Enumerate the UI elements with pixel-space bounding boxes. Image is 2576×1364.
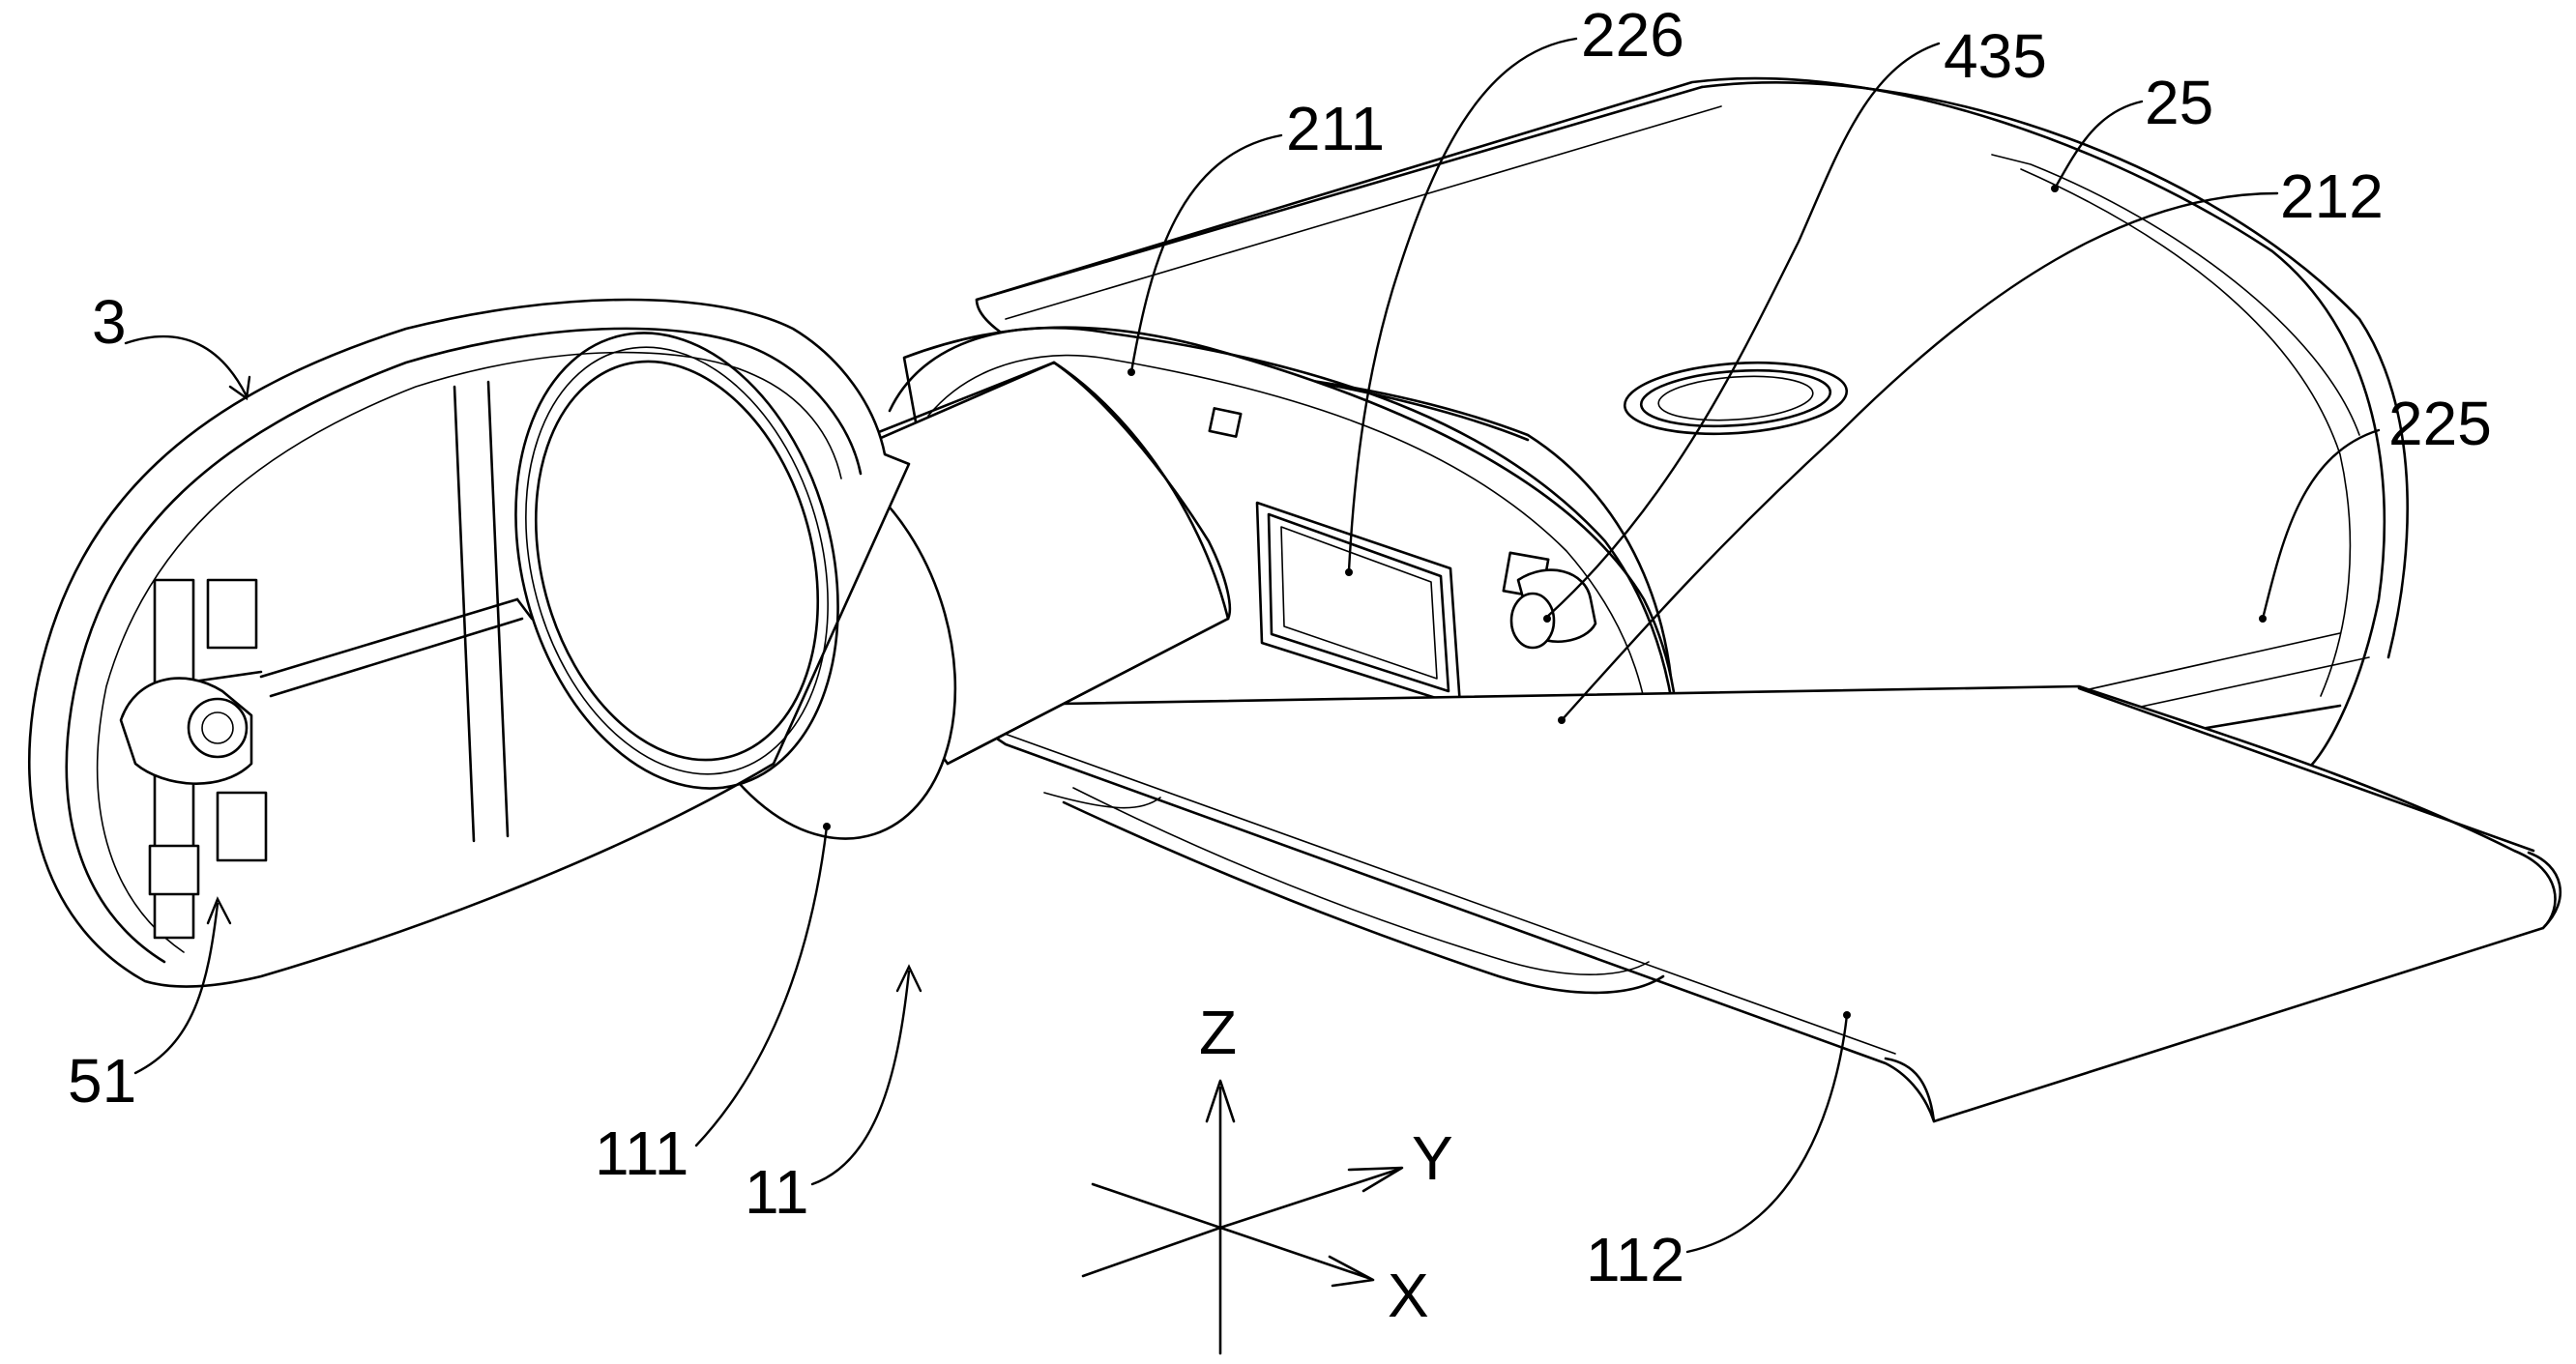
left-cover [28, 298, 911, 988]
axis-z-label: Z [1199, 998, 1237, 1067]
label-435: 435 [1944, 21, 2047, 91]
base-plate [946, 684, 2561, 1123]
axis-indicator [1081, 1079, 1404, 1355]
leader-dots [823, 185, 2267, 1019]
label-51: 51 [68, 1046, 136, 1116]
label-111: 111 [595, 1118, 688, 1188]
label-212: 212 [2280, 161, 2384, 231]
axis-y-label: Y [1412, 1123, 1453, 1193]
label-225: 225 [2388, 389, 2492, 458]
label-211: 211 [1286, 94, 1385, 163]
label-11: 11 [745, 1157, 808, 1227]
latch-mechanism [119, 578, 268, 940]
label-226: 226 [1581, 0, 1684, 70]
leader-lines [124, 37, 2381, 1254]
axis-labels: Z Y X [1199, 998, 1453, 1330]
label-112: 112 [1586, 1225, 1684, 1294]
label-25: 25 [2145, 68, 2213, 137]
label-3: 3 [92, 287, 127, 357]
reference-labels: 3 51 111 11 112 211 226 435 25 212 225 [68, 0, 2492, 1294]
axis-x-label: X [1388, 1261, 1429, 1330]
